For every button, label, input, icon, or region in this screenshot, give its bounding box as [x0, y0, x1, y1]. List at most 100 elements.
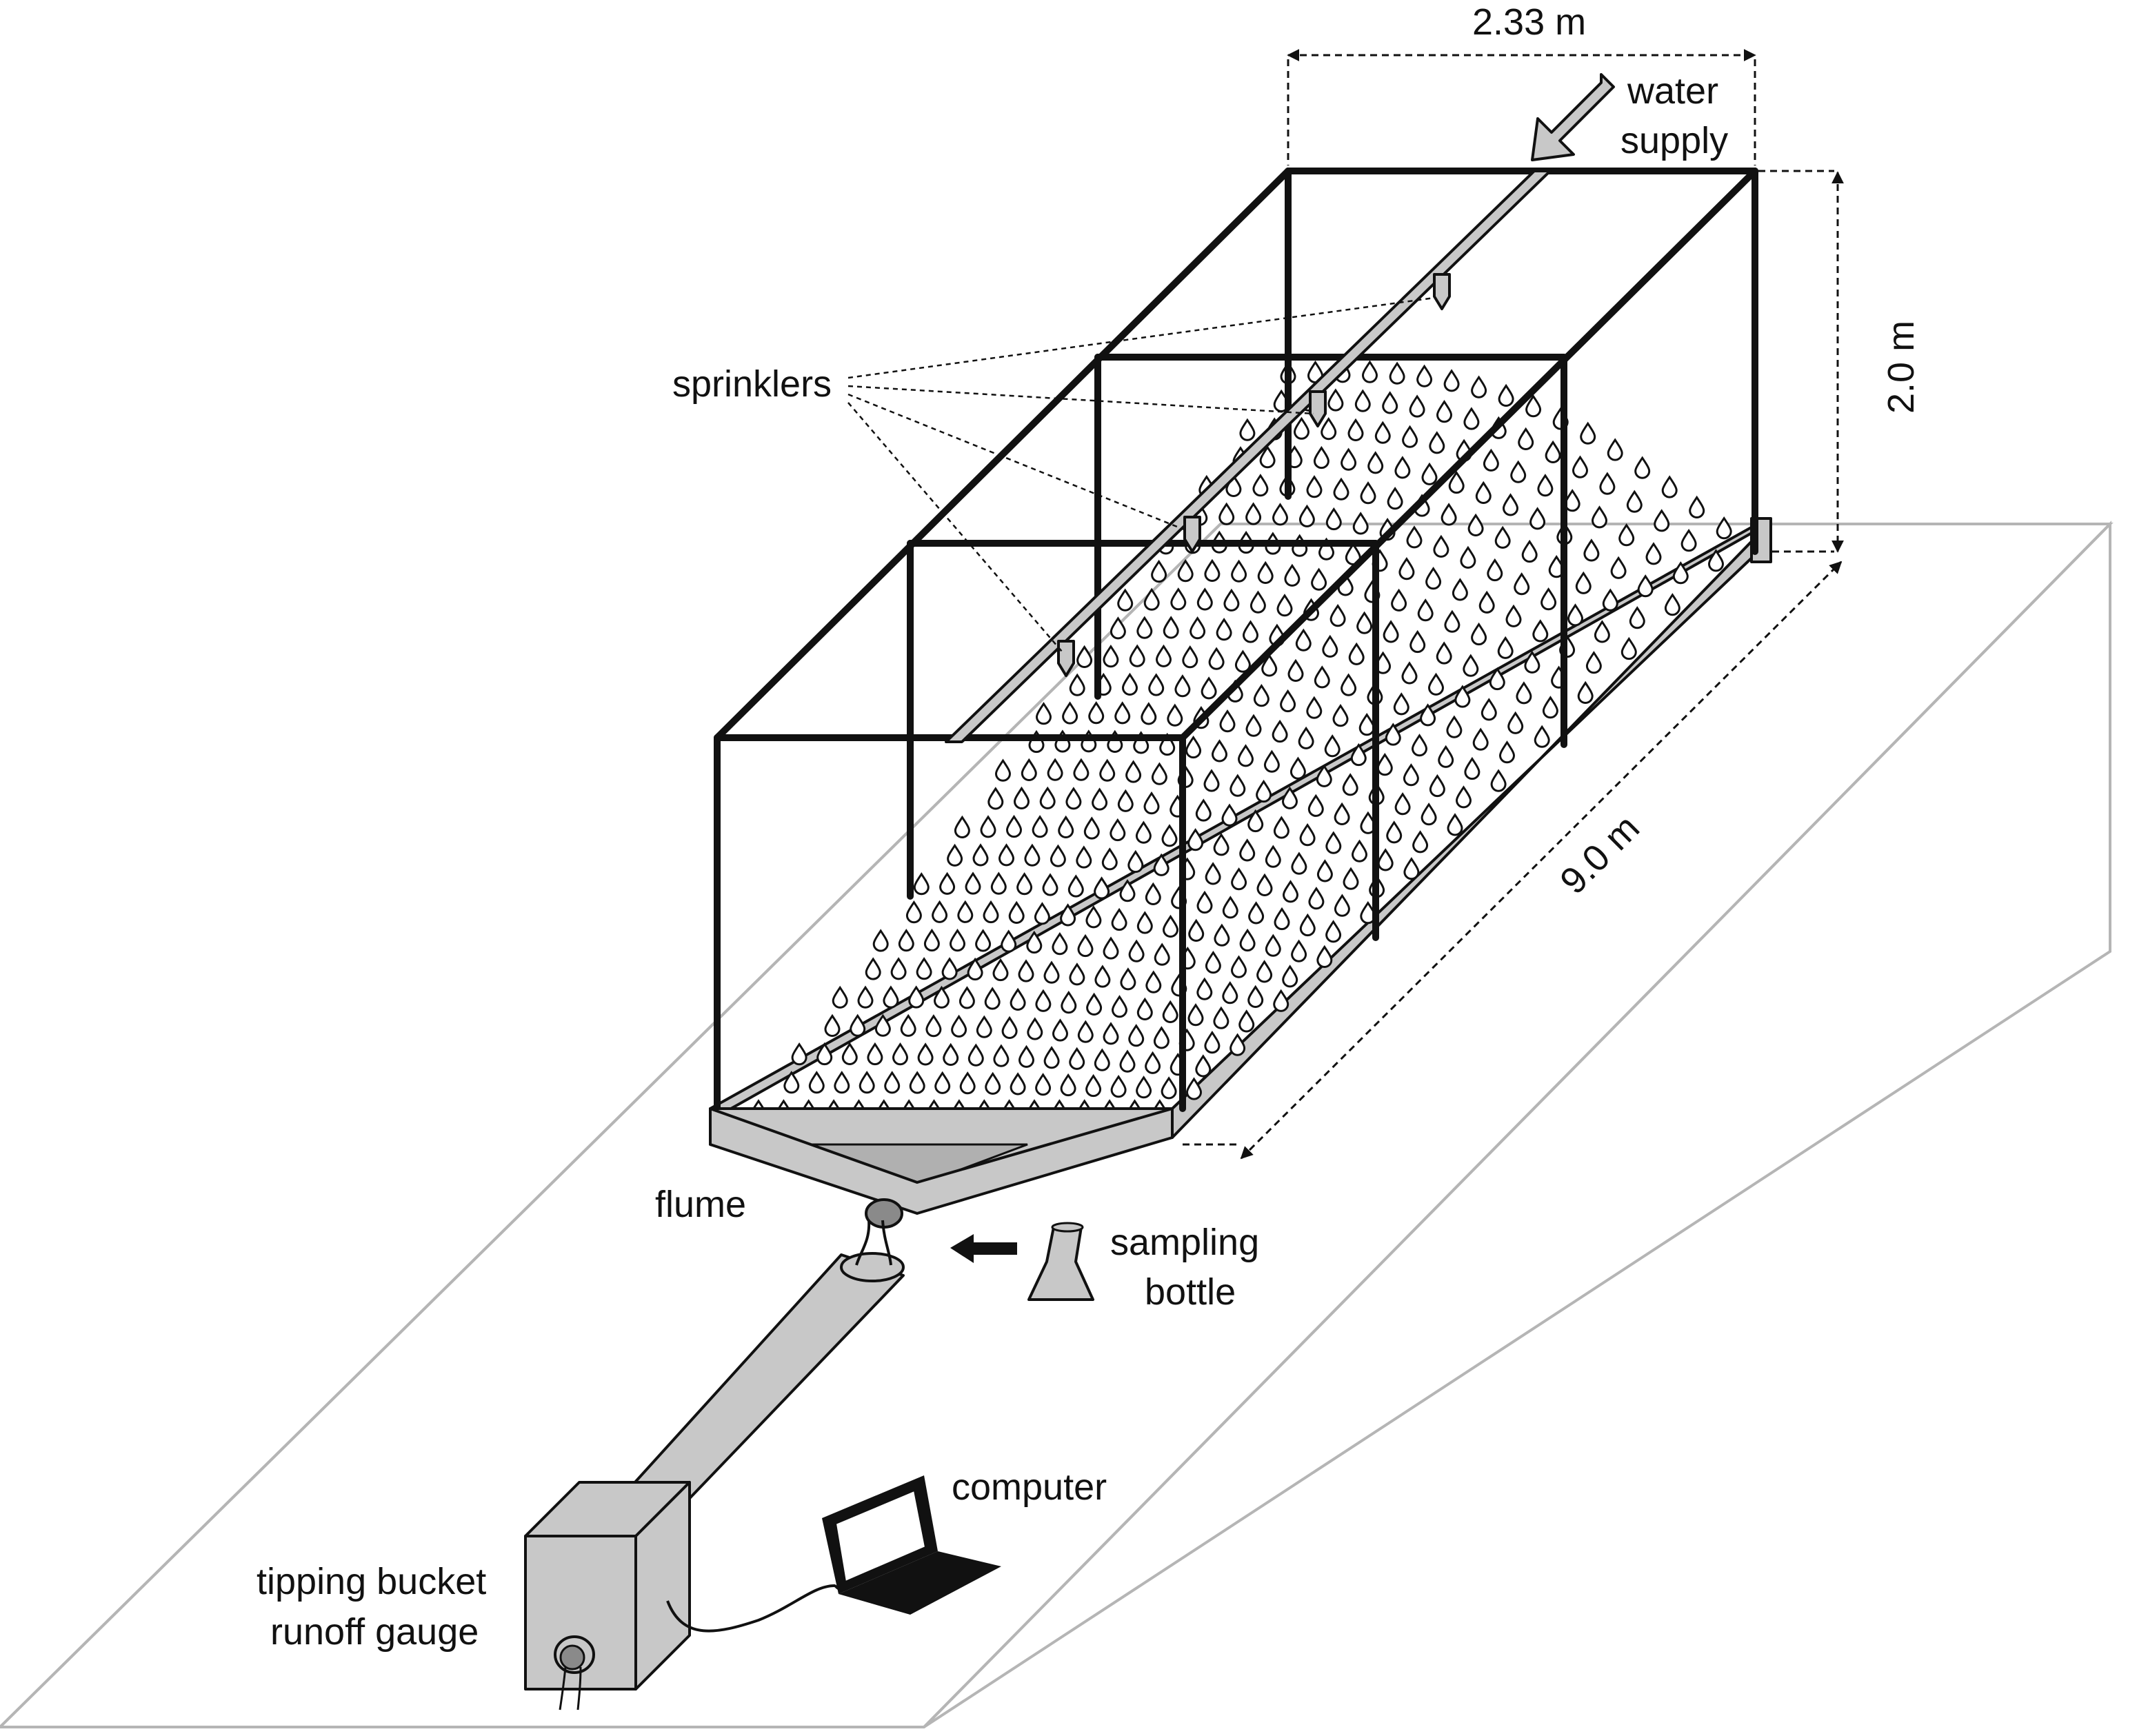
rain-drop	[1231, 560, 1247, 583]
sprinkler-2	[1309, 390, 1327, 427]
rain-drop	[1298, 727, 1314, 749]
rain-drop	[1086, 993, 1103, 1016]
rain-drop	[1374, 421, 1391, 444]
rain-drop	[1391, 589, 1407, 612]
rain-drop	[1494, 526, 1511, 549]
rain-drop	[1607, 438, 1623, 461]
rain-drop	[1248, 902, 1265, 925]
rain-drop	[1187, 829, 1204, 851]
rain-drop	[1052, 1019, 1068, 1042]
rain-drop	[1182, 646, 1198, 669]
rain-drop	[1306, 476, 1323, 498]
rain-drop	[867, 1043, 883, 1066]
rain-drop	[917, 1043, 934, 1066]
rain-drop	[987, 787, 1004, 810]
rain-drop	[1444, 610, 1461, 633]
rain-drop	[1661, 476, 1678, 498]
rain-drop	[1111, 909, 1127, 931]
rain-drop	[1273, 816, 1289, 839]
rain-drop	[1065, 787, 1082, 810]
rain-drop	[1401, 662, 1418, 685]
rain-drop	[1136, 998, 1153, 1020]
rain-drop	[1151, 561, 1167, 583]
rain-drop	[884, 1071, 901, 1094]
dimension-lines	[1183, 49, 1844, 1160]
rain-drop	[808, 1071, 825, 1094]
rain-drop	[1249, 591, 1266, 614]
rain-drop	[1216, 618, 1232, 641]
rain-drop	[1141, 703, 1157, 725]
rain-drop	[900, 1014, 916, 1037]
rain-drop	[1637, 575, 1654, 598]
rain-drop	[990, 872, 1007, 895]
rain-drop	[1389, 362, 1405, 385]
rain-drop	[1027, 1018, 1043, 1040]
rain-drop	[1163, 916, 1178, 938]
rain-drop	[1577, 682, 1594, 704]
rain-drop	[1143, 792, 1160, 815]
rain-drop	[1412, 734, 1427, 757]
rain-drop	[1016, 873, 1033, 896]
rain-drop	[1276, 594, 1293, 617]
rain-drop	[1387, 487, 1403, 510]
rain-drop	[1110, 819, 1126, 842]
rain-drop	[1441, 503, 1457, 526]
rain-drop	[791, 1043, 807, 1066]
rain-drop	[1282, 965, 1298, 988]
rain-drop	[1263, 750, 1280, 773]
rain-drop	[1214, 924, 1230, 947]
rain-drop	[1203, 769, 1220, 792]
rain-drop	[1478, 591, 1495, 614]
rain-drop	[1602, 589, 1618, 612]
rain-drop	[1083, 817, 1100, 840]
rain-drop	[1256, 960, 1273, 983]
rain-drop	[1354, 390, 1371, 412]
rain-drop	[1223, 589, 1240, 612]
rain-drop	[1428, 673, 1444, 696]
rain-drop	[972, 844, 989, 867]
rain-drop	[865, 958, 881, 980]
rain-drop	[1412, 831, 1429, 854]
rain-drop	[1151, 763, 1167, 785]
rain-drop	[1542, 696, 1558, 719]
rain-drop	[1088, 702, 1105, 725]
rain-drop	[1085, 906, 1102, 929]
rain-drop	[1567, 604, 1583, 627]
rain-drop	[1394, 456, 1411, 479]
rain-drop	[1154, 943, 1170, 966]
rain-drop	[1382, 392, 1398, 414]
rain-drop	[1205, 862, 1221, 885]
rain-drop	[1307, 794, 1324, 817]
rain-drop	[1112, 996, 1127, 1018]
rain-drop	[1497, 636, 1514, 659]
rain-drop	[985, 1072, 1001, 1095]
rain-drop	[1035, 1073, 1052, 1096]
laptop-computer[interactable]	[822, 1475, 1001, 1615]
rain-drop	[1156, 645, 1172, 667]
rain-drop	[1425, 567, 1442, 590]
rain-drop	[1362, 361, 1378, 383]
rain-drop	[1299, 824, 1316, 847]
rain-drop	[1487, 559, 1503, 582]
rain-drop	[1532, 620, 1549, 643]
rain-drop	[1334, 803, 1350, 825]
rain-drop	[1145, 1051, 1161, 1074]
rain-drop	[976, 1016, 992, 1038]
rain-drop	[1499, 741, 1515, 764]
rain-drop	[1195, 799, 1212, 822]
rain-drop	[1610, 556, 1627, 579]
rain-drop	[1716, 517, 1732, 540]
rain-drop	[1291, 940, 1307, 962]
rain-drop	[925, 1015, 942, 1038]
gauge-label-1: tipping bucket	[257, 1561, 486, 1602]
tipping-bucket-gauge[interactable]	[524, 1481, 835, 1710]
rain-drop	[984, 987, 1001, 1010]
rain-drop	[1143, 588, 1160, 611]
rain-drop	[1325, 831, 1342, 854]
rain-drop	[1409, 395, 1425, 418]
sampling-bottle[interactable]	[1027, 1222, 1094, 1301]
rain-drop	[1358, 714, 1375, 736]
rain-drop	[1114, 702, 1131, 725]
rain-drop	[954, 816, 970, 838]
rain-drop	[1021, 759, 1037, 781]
